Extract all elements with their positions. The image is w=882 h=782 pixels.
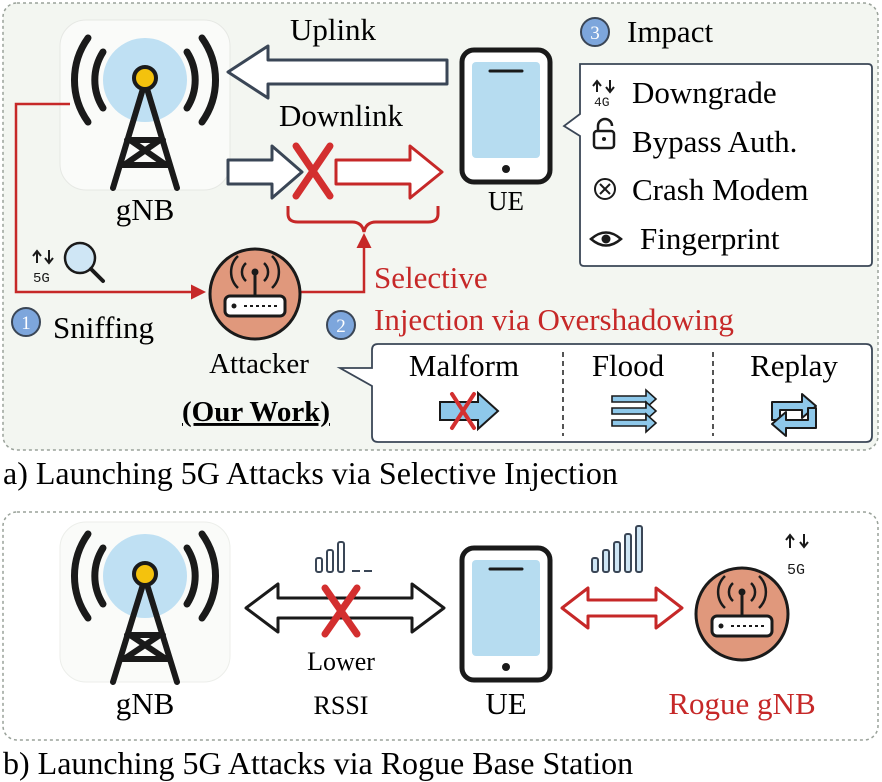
impact-fingerprint: Fingerprint — [640, 221, 780, 256]
uplink-label: Uplink — [290, 12, 377, 47]
panel-a-caption: a) Launching 5G Attacks via Selective In… — [3, 455, 618, 491]
strong-signal-icon — [591, 525, 643, 573]
eye-icon — [589, 231, 623, 247]
panel-b-caption: b) Launching 5G Attacks via Rogue Base S… — [3, 745, 633, 781]
downlink-label: Downlink — [279, 98, 404, 133]
5g-badge-icon: 5G — [785, 533, 809, 579]
rogue-link-arrow — [560, 586, 684, 630]
attacker-label: Attacker — [209, 348, 309, 380]
gnb-tower-icon — [59, 521, 231, 685]
injection-overshadowing-label: Injection via Overshadowing — [374, 302, 734, 337]
gnb-label: gNB — [116, 192, 175, 227]
sniff-path — [14, 102, 206, 300]
attacker-icon — [208, 247, 302, 341]
ue-phone-icon — [459, 545, 553, 683]
blocked-x-icon — [292, 142, 334, 200]
method-malform: Malform — [409, 348, 519, 383]
blocked-x-icon — [321, 584, 361, 638]
impact-bypass-auth: Bypass Auth. — [632, 124, 797, 159]
downlink-arrow — [226, 144, 444, 200]
injection-path — [300, 233, 372, 294]
svg-text:5G: 5G — [787, 562, 805, 579]
step2-badge: 2 — [326, 310, 356, 340]
method-replay: Replay — [750, 348, 838, 383]
weak-signal-icon — [315, 541, 372, 573]
crash-icon — [594, 178, 616, 200]
panel-a: gNB Uplink Downlink UE 3 Impac — [2, 2, 879, 451]
svg-text:4G: 4G — [594, 95, 610, 110]
injection-brace — [286, 206, 440, 233]
selective-label: Selective — [374, 260, 488, 295]
impact-title: Impact — [627, 14, 713, 49]
ue-label: UE — [488, 186, 524, 216]
downgrade-icon: 4G — [592, 79, 615, 110]
gnb-b-label: gNB — [116, 686, 175, 721]
our-work-label: (Our Work) — [182, 396, 330, 428]
sniffing-label: Sniffing — [53, 310, 154, 345]
svg-text:3: 3 — [590, 23, 600, 44]
rogue-gnb-icon — [694, 566, 790, 662]
lower-label: Lower — [307, 647, 375, 676]
ue-phone-icon — [459, 47, 553, 185]
lock-icon — [592, 117, 616, 150]
svg-text:2: 2 — [336, 316, 346, 337]
impact-crash-modem: Crash Modem — [632, 172, 809, 207]
method-flood: Flood — [592, 348, 665, 383]
malform-icon — [439, 390, 500, 432]
svg-text:5G: 5G — [33, 271, 50, 287]
sniff-icon: 5G — [32, 241, 105, 287]
impact-box — [562, 63, 873, 267]
flood-icon — [611, 388, 658, 434]
svg-text:1: 1 — [21, 313, 31, 334]
ue-b-label: UE — [485, 686, 526, 721]
impact-downgrade: Downgrade — [632, 75, 777, 110]
uplink-arrow — [226, 44, 449, 100]
panel-b: gNB Lower RSSI UE — [2, 511, 879, 741]
replay-icon — [771, 393, 817, 437]
rssi-label: RSSI — [314, 691, 369, 720]
rogue-gnb-label: Rogue gNB — [668, 686, 815, 721]
step1-badge: 1 — [11, 307, 41, 337]
gnb-tower-icon — [59, 19, 231, 191]
step3-badge: 3 — [580, 17, 610, 47]
